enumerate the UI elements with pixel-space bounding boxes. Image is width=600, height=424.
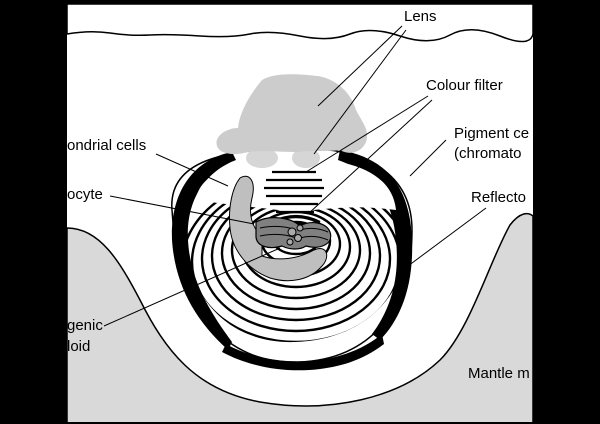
leader-mitochondrial (155, 153, 229, 187)
leader-lens-a (317, 25, 403, 107)
leader-colour-filter-b (307, 99, 433, 215)
pigment-cells-right (338, 150, 413, 340)
pigment-cells-left (171, 152, 236, 350)
leader-lens-b (313, 29, 407, 155)
label-mantle-muscle: Mantle m (468, 365, 530, 382)
lens-lobule-right (292, 148, 320, 168)
mantle-tissue (67, 212, 533, 422)
lens-lobule-left (246, 148, 278, 168)
lens (216, 74, 368, 155)
label-mitochondrial-cells: ondrial cells (67, 137, 146, 154)
label-photogenic-line2: loid (67, 338, 90, 355)
leader-photocyte (109, 195, 255, 225)
leader-photogenic (103, 247, 281, 327)
leader-reflector (407, 207, 487, 267)
label-reflector: Reflecto (471, 189, 526, 206)
label-pigment-line2: (chromato (454, 145, 522, 162)
photocyte-nuclei (286, 224, 304, 246)
leader-pigment (409, 139, 447, 177)
leader-colour-filter-a (305, 95, 429, 173)
photocyte-mass (229, 175, 328, 282)
pigment-cells-bottom (222, 334, 384, 371)
skin-surface (67, 4, 533, 43)
label-colour-filter: Colour filter (426, 77, 503, 94)
label-photogenic-line1: genic (67, 317, 103, 334)
label-lens: Lens (404, 8, 437, 25)
label-photocyte: ocyte (67, 186, 103, 203)
label-pigment-line1: Pigment ce (454, 125, 529, 142)
leader-lines (103, 25, 487, 327)
